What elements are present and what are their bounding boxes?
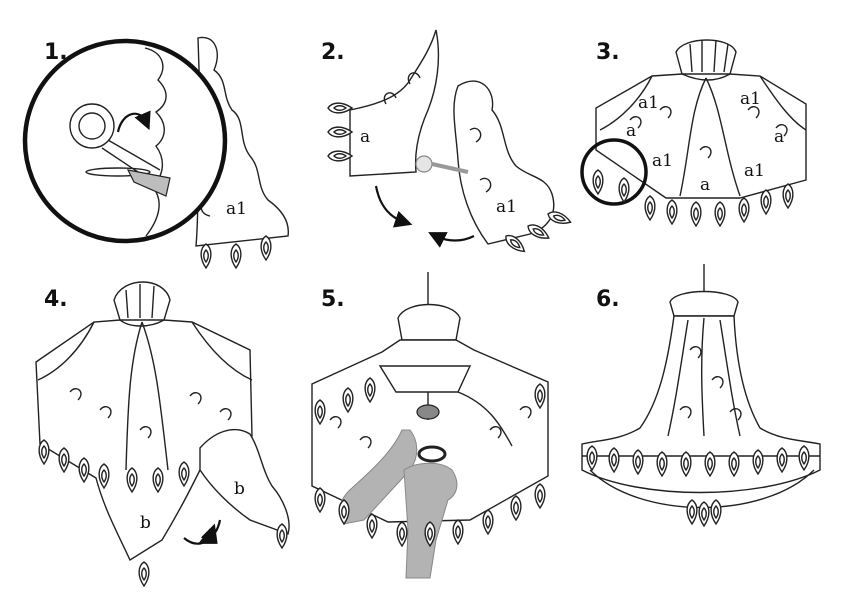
step-3-label-a-center: a — [700, 175, 710, 195]
step-2-illustration: a a1 — [327, 29, 573, 256]
step-6-illustration — [581, 264, 821, 527]
step-5-illustration — [311, 272, 549, 579]
right-hand — [403, 462, 458, 579]
step-5-number: 5. — [321, 287, 345, 312]
step-3-label-a-left: a — [626, 121, 636, 141]
step-2-number: 2. — [321, 40, 345, 65]
step-3-highlight-circle — [580, 138, 648, 206]
step-3-label-a1-right: a1 — [740, 89, 761, 109]
step-2-label-a: a — [360, 127, 370, 147]
step-4-label-b-center: b — [140, 513, 151, 533]
step-1-label-a1: a1 — [226, 199, 247, 219]
step-3-number: 3. — [596, 40, 620, 65]
step-3-label-a1-mid-right: a1 — [744, 161, 765, 181]
step-4-number: 4. — [44, 287, 68, 312]
step-3-label-a1-mid-left: a1 — [652, 151, 673, 171]
step-6-number: 6. — [596, 287, 620, 312]
step-4-illustration: b b — [35, 281, 290, 587]
step-1-number: 1. — [44, 40, 68, 65]
step-3-illustration: a1 a1 a a a1 a1 a — [580, 39, 807, 227]
step-3-label-a1-left: a1 — [638, 93, 659, 113]
zoom-circle — [22, 38, 228, 244]
step-1-illustration: a1 — [22, 36, 289, 269]
step-4-label-b-right: b — [234, 479, 245, 499]
step-3-label-a-right: a — [774, 127, 784, 147]
step-2-label-a1: a1 — [496, 197, 517, 217]
